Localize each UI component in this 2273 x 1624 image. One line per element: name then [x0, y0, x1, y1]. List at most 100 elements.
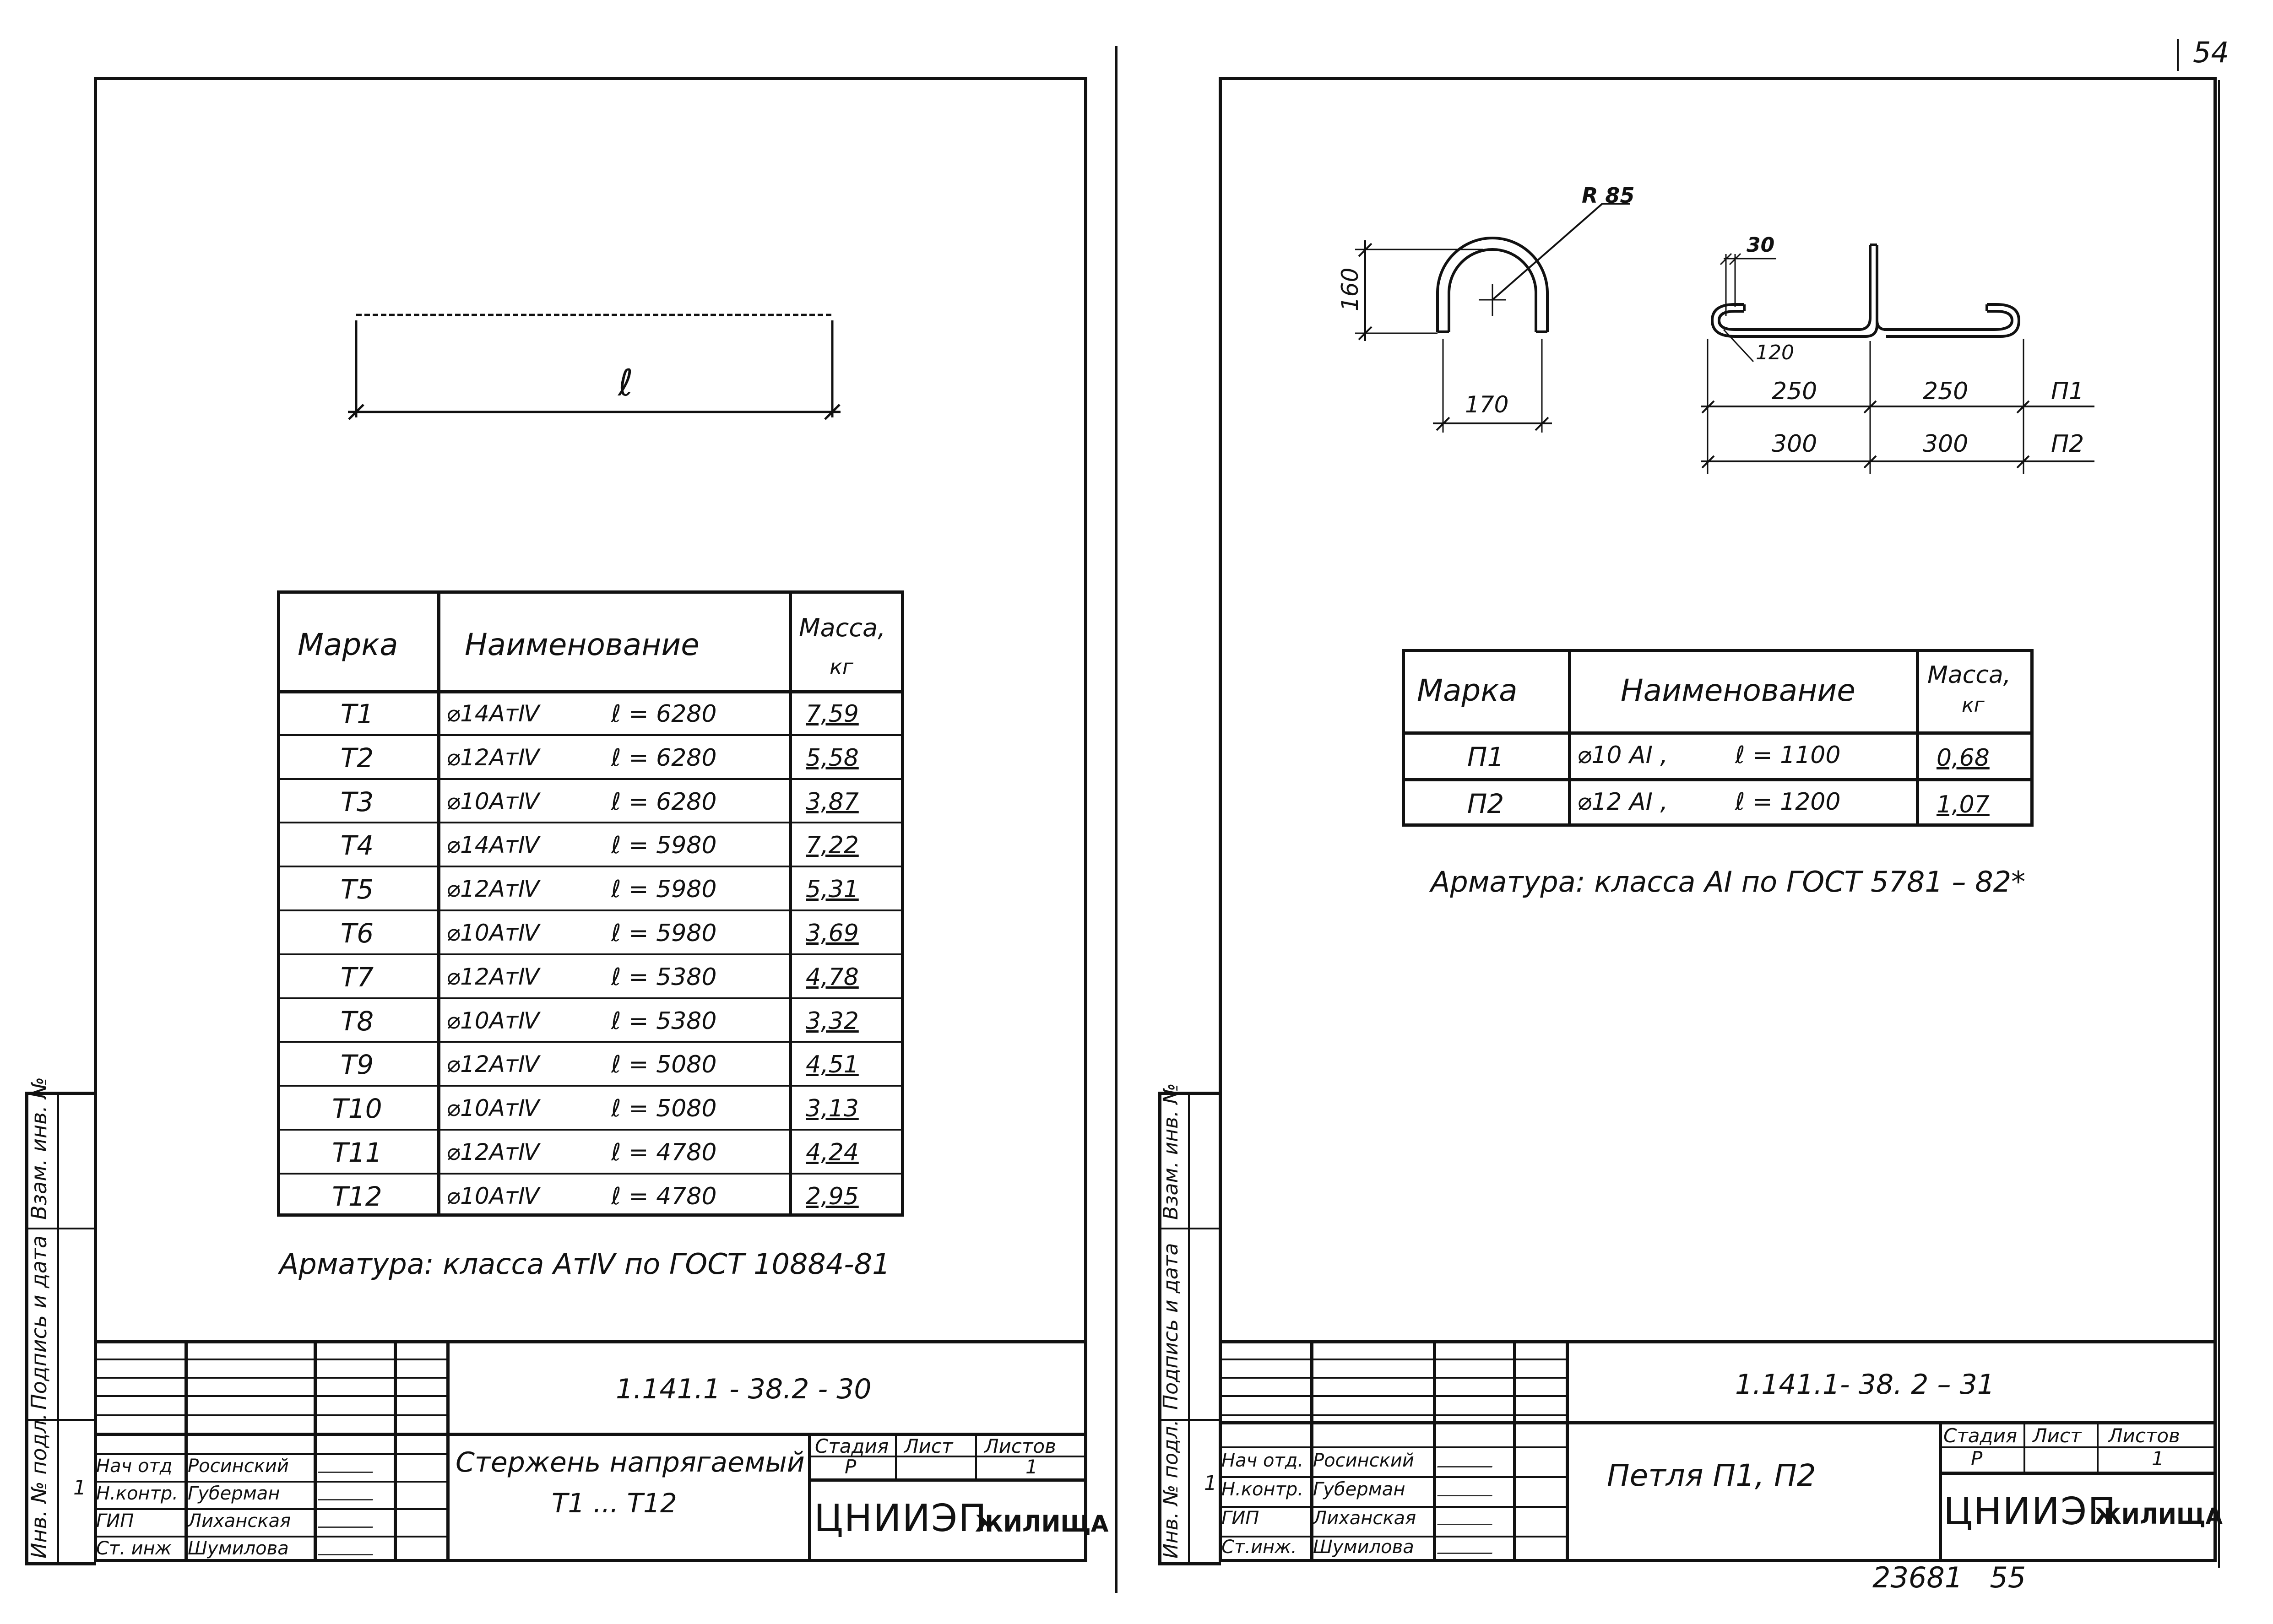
- table-cell-mark: Т4: [340, 830, 374, 861]
- table-cell-length: ℓ = 5080: [611, 1095, 717, 1123]
- dim-p1-mark: П1: [2051, 378, 2084, 405]
- title-block-role: Ст. инж: [96, 1538, 172, 1559]
- table-cell-mass: 3,13: [806, 1095, 859, 1123]
- loop-bend-label: 120: [1756, 341, 1794, 364]
- right-doc-number: 1.141.1- 38. 2 – 31: [1735, 1369, 1995, 1401]
- right-stage-label: Стадия: [1943, 1424, 2018, 1447]
- table-cell-mark: Т10: [332, 1093, 382, 1125]
- table-cell-length: ℓ = 5380: [611, 963, 717, 991]
- table-cell-name: ⌀14АтⅣ: [446, 832, 540, 859]
- table-cell-length: ℓ = 5980: [611, 832, 717, 860]
- table-cell-name: ⌀10 АⅠ ,: [1577, 742, 1668, 769]
- right-header-name: Наименование: [1621, 673, 1855, 708]
- table-cell-name: ⌀10АтⅣ: [446, 1095, 540, 1122]
- title-block-role: Н.контр.: [96, 1483, 178, 1504]
- table-cell-name: ⌀10АтⅣ: [446, 920, 540, 946]
- table-cell-mass: 5,31: [806, 876, 859, 904]
- table-cell-mass: 3,32: [806, 1007, 859, 1035]
- loop-height-label: 160: [1337, 267, 1363, 311]
- title-block-name: Губерман: [188, 1483, 280, 1504]
- table-cell-mass: 1,07: [1937, 791, 1990, 818]
- table-cell-mark: Т8: [340, 1005, 374, 1037]
- title-block-name: Росинский: [188, 1456, 289, 1477]
- table-cell-mark: П1: [1467, 742, 1504, 773]
- table-cell-mark: Т3: [340, 786, 374, 817]
- bar-length-label: ℓ: [618, 362, 634, 404]
- left-title-line1: Стержень напрягаемый: [456, 1446, 805, 1478]
- table-cell-length: ℓ = 6280: [611, 788, 717, 816]
- table-cell-name: ⌀12АтⅣ: [446, 963, 540, 990]
- table-cell-mark: Т7: [340, 961, 374, 993]
- table-cell-name: ⌀10АтⅣ: [446, 1007, 540, 1034]
- loop-hook-label: 30: [1747, 233, 1775, 257]
- table-cell-mark: П2: [1467, 788, 1504, 819]
- right-header-mass: Масса,: [1927, 661, 2011, 689]
- left-stage-label: Стадия: [815, 1435, 889, 1457]
- table-cell-length: ℓ = 5980: [611, 920, 717, 947]
- table-cell-length: ℓ = 5380: [611, 1007, 717, 1035]
- right-org-main: ЦНИИЭП: [1943, 1490, 2117, 1533]
- left-stage-value: Р: [845, 1456, 857, 1478]
- table-header-mark: Марка: [298, 627, 398, 662]
- table-cell-length: ℓ = 1100: [1735, 742, 1841, 769]
- title-block-name: Шумилова: [188, 1538, 289, 1559]
- left-sheets-label: Листов: [984, 1435, 1056, 1457]
- table-cell-mass: 4,51: [806, 1051, 859, 1079]
- table-cell-name: ⌀14АтⅣ: [446, 700, 540, 727]
- table-header-name: Наименование: [465, 627, 700, 662]
- table-cell-mass: 7,22: [806, 832, 859, 860]
- table-cell-length: ℓ = 5080: [611, 1051, 717, 1079]
- right-sheet-label: Лист: [2033, 1424, 2082, 1447]
- table-cell-name: ⌀12АтⅣ: [446, 876, 540, 903]
- bottom-stamp: 23681 55: [1872, 1561, 2026, 1594]
- left-row-mark: 1: [73, 1476, 86, 1499]
- table-cell-mass: 3,69: [806, 920, 859, 947]
- dim-p1-left: 250: [1772, 378, 1817, 405]
- table-cell-mass: 0,68: [1937, 744, 1990, 772]
- table-cell-length: ℓ = 6280: [611, 744, 717, 772]
- table-cell-name: ⌀12АтⅣ: [446, 744, 540, 771]
- table-cell-name: ⌀12АтⅣ: [446, 1051, 540, 1078]
- table-cell-mass: 4,24: [806, 1139, 859, 1166]
- table-cell-mark: Т6: [340, 918, 374, 949]
- table-cell-mark: Т9: [340, 1049, 374, 1081]
- title-block-role: Ст.инж.: [1221, 1537, 1297, 1558]
- table-cell-mark: Т1: [340, 698, 374, 730]
- right-title-line1: Петля П1, П2: [1607, 1458, 1816, 1493]
- right-sheets-value: 1: [2152, 1447, 2164, 1470]
- title-block-name: Лиханская: [1313, 1508, 1416, 1529]
- loop-radius-label: R 85: [1582, 183, 1635, 208]
- loop-width-label: 170: [1465, 391, 1509, 418]
- page-number: 54: [2193, 36, 2229, 69]
- right-sheets-label: Листов: [2108, 1424, 2180, 1447]
- dim-p2-mark: П2: [2051, 430, 2084, 458]
- sheet-divider: [1115, 46, 1118, 1593]
- right-stage-value: Р: [1971, 1447, 1983, 1470]
- left-sheet-label: Лист: [904, 1435, 953, 1457]
- left-title-line2: Т1 ... Т12: [552, 1488, 677, 1519]
- right-org-sub: ЖИЛИЩА: [2094, 1504, 2223, 1529]
- signature-mark: [1437, 1510, 1498, 1525]
- table-header-mass: Масса,: [799, 613, 886, 642]
- table-cell-name: ⌀10АтⅣ: [446, 1182, 540, 1209]
- table-cell-mass: 2,95: [806, 1182, 859, 1210]
- right-row-mark: 1: [1204, 1472, 1217, 1495]
- table-cell-mass: 4,78: [806, 963, 859, 991]
- signature-mark: [1437, 1481, 1498, 1496]
- title-block-role: Нач отд: [96, 1456, 173, 1477]
- dim-p1-right: 250: [1923, 378, 1969, 405]
- table-cell-length: ℓ = 6280: [611, 700, 717, 728]
- left-sheet-frame: [94, 77, 1087, 1562]
- dim-p2-left: 300: [1772, 430, 1817, 458]
- title-block-role: Н.контр.: [1221, 1479, 1303, 1500]
- table-cell-name: ⌀12 АⅠ ,: [1577, 788, 1668, 816]
- right-header-mass-unit: кг: [1962, 693, 1985, 717]
- table-cell-mark: Т12: [332, 1180, 382, 1212]
- left-sheets-value: 1: [1025, 1456, 1038, 1478]
- table-cell-mass: 3,87: [806, 788, 859, 816]
- table-cell-name: ⌀10АтⅣ: [446, 788, 540, 815]
- signature-mark: [1437, 1452, 1498, 1467]
- title-block-name: Лиханская: [188, 1510, 291, 1532]
- table-cell-name: ⌀12АтⅣ: [446, 1139, 540, 1165]
